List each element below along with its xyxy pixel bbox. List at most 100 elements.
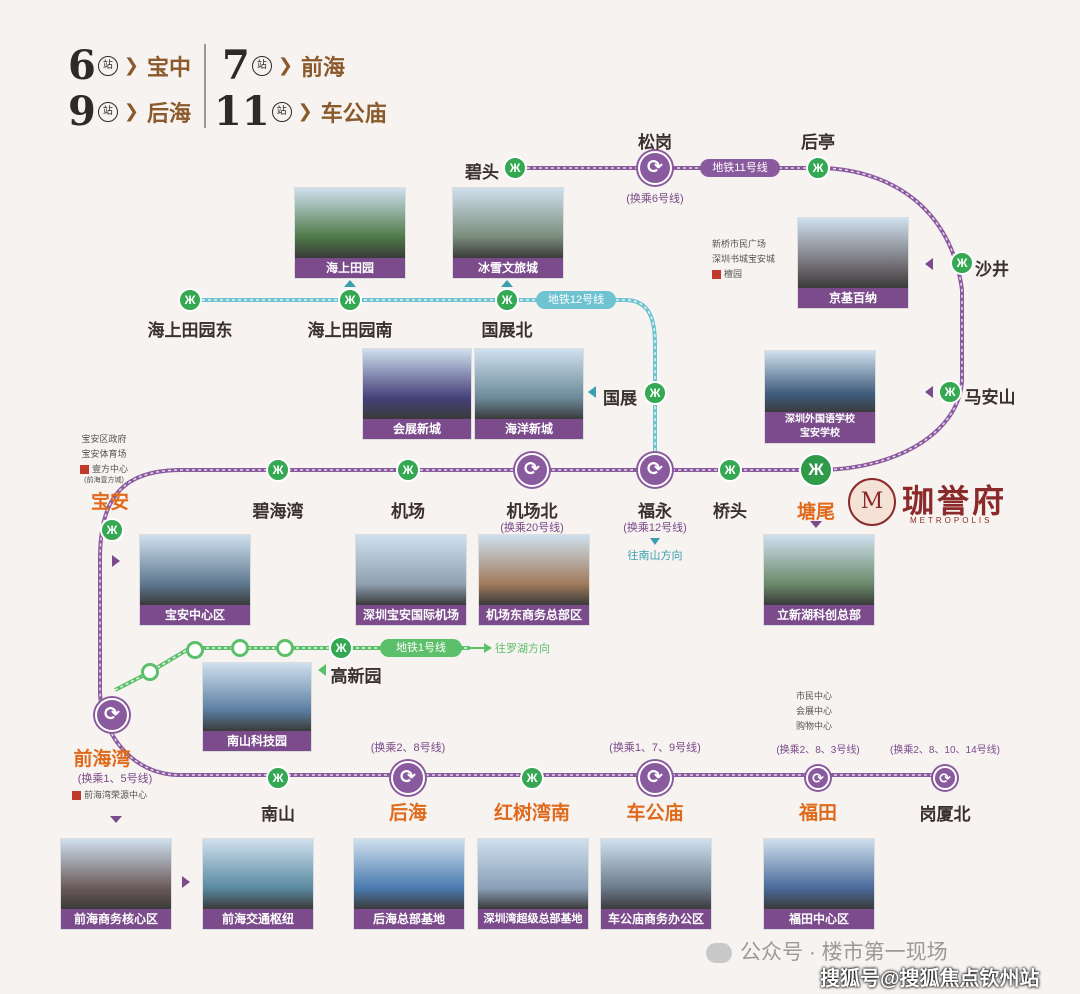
photo-caption: 后海总部基地 (354, 909, 464, 929)
photo-image (203, 663, 311, 731)
note-line: 购物中心 (796, 721, 833, 731)
transfer-station-icon: ⟳ (391, 761, 425, 795)
photo-image (354, 839, 464, 909)
stop-count: 11 (214, 88, 270, 135)
station-fuyong: 福永 (638, 502, 672, 521)
line1-label: 地铁1号线 (380, 639, 462, 657)
photo-caption: 南山科技园 (203, 731, 311, 751)
station-haishangtianyuandong: 海上田园东 (147, 321, 233, 340)
logo-mark-icon (80, 465, 89, 475)
photo-image (61, 839, 171, 909)
metro-station-icon: Ж (799, 453, 833, 487)
photo-caption: 车公庙商务办公区 (601, 909, 711, 929)
station-qiaotou: 桥头 (713, 502, 747, 521)
metro-station-icon: Ж (938, 380, 962, 404)
gangxiabei-transfer-note: (换乘2、8、10、14号线) (889, 745, 1001, 756)
photo-caption: 会展新城 (363, 419, 471, 439)
note-line: 新桥市民广场 (712, 239, 767, 249)
photo-image (295, 188, 405, 258)
metro-station-icon: Ж (396, 458, 420, 482)
note-line: 檀园 (724, 269, 743, 279)
photo-image (475, 349, 583, 419)
photo-nanshankejiyuan: 南山科技园 (202, 662, 312, 752)
destination: 前海 (300, 54, 345, 80)
photo-caption: 深圳湾超级总部基地 (478, 909, 588, 929)
photo-image (479, 535, 589, 605)
logo-mark-icon (72, 791, 81, 801)
metro-station-icon: Ж (266, 458, 290, 482)
pointer-right-icon (112, 555, 120, 567)
chevron-right-icon: ❯ (123, 101, 139, 121)
logo-mark-icon (712, 270, 721, 280)
photo-bingxue: 冰雪文旅城 (452, 187, 564, 279)
wechat-icon (706, 943, 732, 964)
photo-caption: 福田中心区 (764, 909, 874, 929)
jichangbei-transfer-note: (换乘20号线) (500, 522, 564, 534)
header-row-qianhai: 7 站 ❯ 前海 (222, 42, 345, 89)
station-shajing: 沙井 (975, 260, 1009, 279)
photo-image (764, 535, 874, 605)
photo-image (601, 839, 711, 909)
transfer-station-icon: ⟳ (933, 766, 957, 790)
station-bitou: 碧头 (465, 163, 499, 182)
photo-jichang: 深圳宝安国际机场 (355, 534, 467, 626)
note-line: 深圳书城宝安城 (712, 254, 776, 264)
stop-unit: 站 (97, 101, 118, 122)
station-dot-icon (186, 641, 204, 659)
baoan-side-notes: 宝安区政府 宝安体育场 壹方中心 (前海壹方城) (80, 432, 128, 485)
station-dot-icon (231, 639, 249, 657)
photo-baoanzhongxinqu: 宝安中心区 (139, 534, 251, 626)
fuyong-direction: 往南山方向 (627, 550, 683, 562)
photo-futianzhongxin: 福田中心区 (763, 838, 875, 930)
stop-unit: 站 (97, 55, 118, 76)
note-line: 壹方中心 (92, 464, 129, 474)
destination: 车公庙 (320, 100, 387, 126)
pointer-left-icon (318, 664, 326, 676)
photo-caption: 立新湖科创总部 (764, 605, 874, 625)
metro-station-icon: Ж (266, 766, 290, 790)
photo-caption: 前海商务核心区 (61, 909, 171, 929)
station-maanshan: 马安山 (964, 388, 1016, 407)
brand-name: 珈誉府 (902, 482, 1008, 520)
qianhaiwan-transfer-note: (换乘1、5号线) (77, 773, 153, 785)
transfer-station-icon: ⟳ (95, 698, 129, 732)
station-dot-icon (141, 663, 159, 681)
chevron-right-icon: ❯ (277, 55, 293, 75)
station-guozhan: 国展 (603, 389, 637, 408)
photo-image (765, 351, 875, 413)
metro-station-icon: Ж (520, 766, 544, 790)
station-tangwei: 塘尾 (796, 502, 836, 523)
shajing-side-notes: 新桥市民广场 深圳书城宝安城 檀园 (712, 237, 775, 282)
pointer-down-icon (110, 816, 122, 823)
station-guozhanbei: 国展北 (481, 321, 533, 340)
futian-transfer-note: (换乘2、8、3号线) (776, 745, 860, 756)
pointer-up-icon (344, 280, 356, 287)
photo-image (140, 535, 250, 605)
chegongmiao-transfer-note: (换乘1、7、9号线) (609, 742, 701, 754)
stop-count: 6 (68, 42, 96, 89)
transfer-station-icon: ⟳ (638, 761, 672, 795)
station-gangxiabei: 岗厦北 (919, 805, 971, 824)
photo-jingjibaina: 京基百纳 (797, 217, 909, 309)
station-qianhaiwan: 前海湾 (73, 749, 131, 770)
station-songgang: 松岗 (638, 133, 672, 152)
line11-label: 地铁11号线 (700, 159, 780, 177)
stop-count: 9 (68, 88, 96, 135)
fuyong-transfer-note: (换乘12号线) (623, 522, 687, 534)
futian-side-notes: 市民中心 会展中心 购物中心 (796, 689, 832, 734)
pointer-left-icon (925, 258, 933, 270)
photo-caption: 机场东商务总部区 (479, 605, 589, 625)
stop-unit: 站 (251, 55, 272, 76)
pointer-up-icon (501, 280, 513, 287)
metro-station-icon: Ж (806, 156, 830, 180)
metro-station-icon: Ж (329, 636, 353, 660)
qianhaiwan-side-note: 前海湾荣源中心 (72, 788, 147, 803)
photo-jichangdong: 机场东商务总部区 (478, 534, 590, 626)
metro-station-icon: Ж (178, 288, 202, 312)
stop-unit: 站 (271, 101, 292, 122)
station-chegongmiao: 车公庙 (626, 803, 684, 824)
wechat-watermark: 公众号 · 楼市第一现场 (706, 936, 948, 966)
metro-station-icon: Ж (643, 381, 667, 405)
pointer-down-icon (810, 521, 822, 528)
photo-caption: 冰雪文旅城 (453, 258, 563, 278)
